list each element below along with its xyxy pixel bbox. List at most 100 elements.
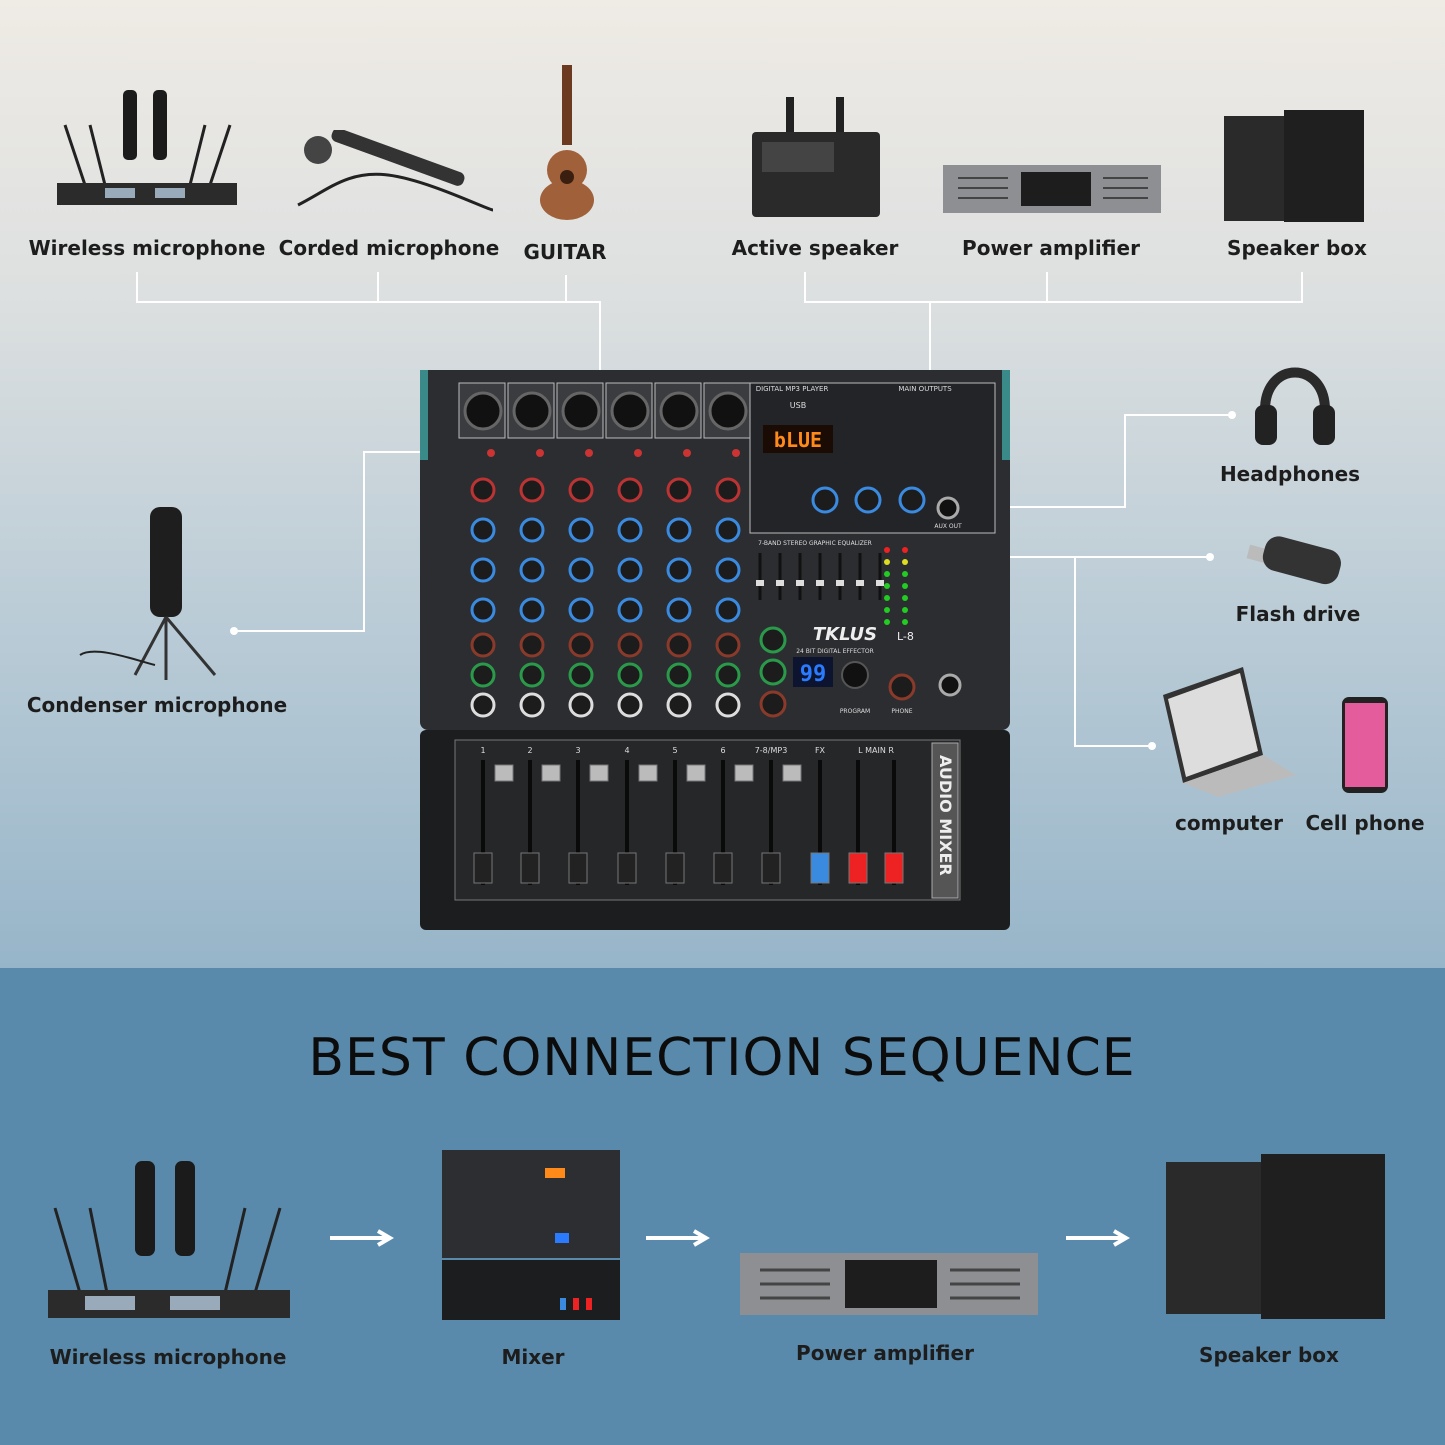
channel-knob[interactable] — [568, 597, 594, 623]
channel-knob[interactable] — [568, 692, 594, 718]
label-speaker-box: Speaker box — [1227, 236, 1367, 260]
eq-knob[interactable] — [898, 486, 926, 514]
channel-knob[interactable] — [568, 477, 594, 503]
channel-knob[interactable] — [519, 662, 545, 688]
channel-knob[interactable] — [617, 632, 643, 658]
mute-button[interactable] — [782, 764, 802, 782]
fx-knob[interactable] — [759, 690, 787, 718]
phantom-power-button[interactable] — [732, 449, 740, 457]
mute-button[interactable] — [638, 764, 658, 782]
channel-knob[interactable] — [568, 517, 594, 543]
eq-slider[interactable] — [856, 580, 864, 586]
usb-label: USB — [790, 401, 806, 410]
phantom-power-button[interactable] — [487, 449, 495, 457]
fader-knob[interactable] — [617, 852, 637, 884]
fader-knob[interactable] — [520, 852, 540, 884]
channel-knob[interactable] — [617, 477, 643, 503]
channel-knob[interactable] — [715, 517, 741, 543]
channel-knob[interactable] — [666, 557, 692, 583]
eq-slider[interactable] — [876, 580, 884, 586]
flash-drive-icon — [1246, 536, 1341, 585]
xlr-input-jack[interactable] — [512, 391, 552, 431]
aux-out-jack[interactable] — [936, 496, 960, 520]
fader-knob[interactable] — [473, 852, 493, 884]
channel-knob[interactable] — [470, 632, 496, 658]
xlr-input-jack[interactable] — [561, 391, 601, 431]
channel-knob[interactable] — [470, 517, 496, 543]
channel-knob[interactable] — [666, 517, 692, 543]
channel-knob[interactable] — [715, 692, 741, 718]
channel-knob[interactable] — [519, 557, 545, 583]
phone-jack[interactable] — [938, 673, 962, 697]
channel-knob[interactable] — [519, 477, 545, 503]
corded-microphone-icon — [297, 130, 494, 212]
condenser-microphone-icon — [79, 507, 217, 680]
xlr-input-jack[interactable] — [659, 391, 699, 431]
fader-knob[interactable] — [884, 852, 904, 884]
channel-knob[interactable] — [666, 477, 692, 503]
xlr-input-jack[interactable] — [708, 391, 748, 431]
fader-knob[interactable] — [810, 852, 830, 884]
mute-button[interactable] — [686, 764, 706, 782]
label-wireless-microphone: Wireless microphone — [28, 236, 266, 260]
eq-knob[interactable] — [811, 486, 839, 514]
fader-knob[interactable] — [713, 852, 733, 884]
eq-slider[interactable] — [796, 580, 804, 586]
channel-knob[interactable] — [568, 557, 594, 583]
eq-slider[interactable] — [776, 580, 784, 586]
channel-knob[interactable] — [519, 692, 545, 718]
eq-slider[interactable] — [836, 580, 844, 586]
channel-knob[interactable] — [617, 517, 643, 543]
fader-knob[interactable] — [761, 852, 781, 884]
fader-knob[interactable] — [568, 852, 588, 884]
channel-knob[interactable] — [617, 557, 643, 583]
phantom-power-button[interactable] — [634, 449, 642, 457]
phantom-power-button[interactable] — [536, 449, 544, 457]
program-knob[interactable] — [841, 661, 869, 689]
channel-knob[interactable] — [470, 597, 496, 623]
channel-knob[interactable] — [715, 477, 741, 503]
channel-knob[interactable] — [470, 557, 496, 583]
channel-knob[interactable] — [568, 662, 594, 688]
fader-channel-label: 2 — [527, 746, 532, 755]
channel-knob[interactable] — [715, 557, 741, 583]
channel-knob[interactable] — [715, 632, 741, 658]
eq-slider[interactable] — [756, 580, 764, 586]
fx-knob[interactable] — [759, 658, 787, 686]
phantom-power-button[interactable] — [585, 449, 593, 457]
channel-knob[interactable] — [617, 662, 643, 688]
channel-knob[interactable] — [470, 477, 496, 503]
mute-button[interactable] — [589, 764, 609, 782]
channel-knob[interactable] — [568, 632, 594, 658]
channel-knob[interactable] — [617, 692, 643, 718]
channel-knob[interactable] — [519, 597, 545, 623]
seq-label-power-amplifier: Power amplifier — [796, 1341, 974, 1365]
channel-knob[interactable] — [715, 597, 741, 623]
fader-knob[interactable] — [848, 852, 868, 884]
channel-knob[interactable] — [470, 662, 496, 688]
xlr-input-jack[interactable] — [463, 391, 503, 431]
xlr-input-jack[interactable] — [610, 391, 650, 431]
channel-knob[interactable] — [519, 632, 545, 658]
channel-knob[interactable] — [666, 692, 692, 718]
channel-knob[interactable] — [666, 632, 692, 658]
eq-knob[interactable] — [854, 486, 882, 514]
channel-knob[interactable] — [666, 662, 692, 688]
fader-knob[interactable] — [665, 852, 685, 884]
channel-knob[interactable] — [715, 662, 741, 688]
channel-knob[interactable] — [519, 517, 545, 543]
label-active-speaker: Active speaker — [731, 236, 899, 260]
mute-button[interactable] — [494, 764, 514, 782]
channel-knob[interactable] — [617, 597, 643, 623]
eq-slider[interactable] — [816, 580, 824, 586]
channel-knob[interactable] — [470, 692, 496, 718]
level-led — [902, 547, 908, 553]
mute-button[interactable] — [541, 764, 561, 782]
phantom-power-button[interactable] — [683, 449, 691, 457]
fx-knob[interactable] — [759, 626, 787, 654]
phone-volume-knob[interactable] — [888, 673, 916, 701]
fader-channel-label: 6 — [720, 746, 725, 755]
headphones-icon — [1255, 367, 1335, 445]
channel-knob[interactable] — [666, 597, 692, 623]
mute-button[interactable] — [734, 764, 754, 782]
